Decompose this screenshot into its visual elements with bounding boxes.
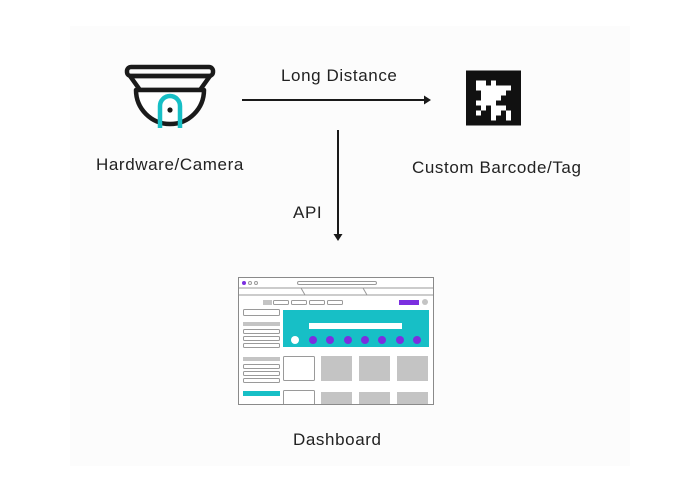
nav-cta-button [399, 300, 419, 305]
window-dot [248, 281, 252, 285]
dashboard-mockup-icon [238, 277, 434, 405]
content-card [359, 356, 390, 381]
tag-label: Custom Barcode/Tag [412, 158, 582, 177]
hero-dot-active [291, 336, 299, 344]
content-card [321, 356, 352, 381]
browser-tab-line [239, 287, 433, 296]
sidebar-item [243, 378, 280, 383]
address-bar [297, 281, 377, 285]
api-arrow [333, 130, 343, 241]
hero-dot [344, 336, 352, 344]
window-dot [254, 281, 258, 285]
hero-dot [309, 336, 317, 344]
sidebar-heading [243, 357, 280, 361]
content-card [321, 392, 352, 404]
nav-item [273, 300, 289, 305]
hero-dot [326, 336, 334, 344]
api-label: API [293, 203, 323, 222]
fiducial-marker-icon [466, 70, 521, 126]
hero-dot [378, 336, 386, 344]
content-card [397, 356, 428, 381]
nav-item [327, 300, 343, 305]
sidebar-item [243, 343, 280, 348]
hero-dot [413, 336, 421, 344]
security-camera-icon [124, 64, 216, 128]
sidebar-box [243, 309, 280, 316]
content-card [397, 392, 428, 404]
sidebar-item [243, 371, 280, 376]
nav-item [309, 300, 325, 305]
nav-avatar [422, 299, 428, 305]
content-card-outline [283, 390, 315, 404]
long-distance-arrow [242, 95, 431, 105]
sidebar-item [243, 336, 280, 341]
dashboard-label: Dashboard [293, 430, 382, 449]
camera-label: Hardware/Camera [96, 155, 244, 174]
nav-item [291, 300, 307, 305]
window-dot-purple [242, 281, 246, 285]
hero-dot [396, 336, 404, 344]
nav-logo-block [263, 300, 272, 305]
long-distance-label: Long Distance [281, 66, 398, 85]
sidebar-heading [243, 322, 280, 326]
hero-banner [283, 310, 429, 347]
sidebar-active-item [243, 391, 280, 396]
sidebar-item [243, 364, 280, 369]
content-card-outline [283, 356, 315, 381]
hero-dot [361, 336, 369, 344]
sidebar-item [243, 329, 280, 334]
hero-search-bar [309, 323, 402, 329]
content-card [359, 392, 390, 404]
